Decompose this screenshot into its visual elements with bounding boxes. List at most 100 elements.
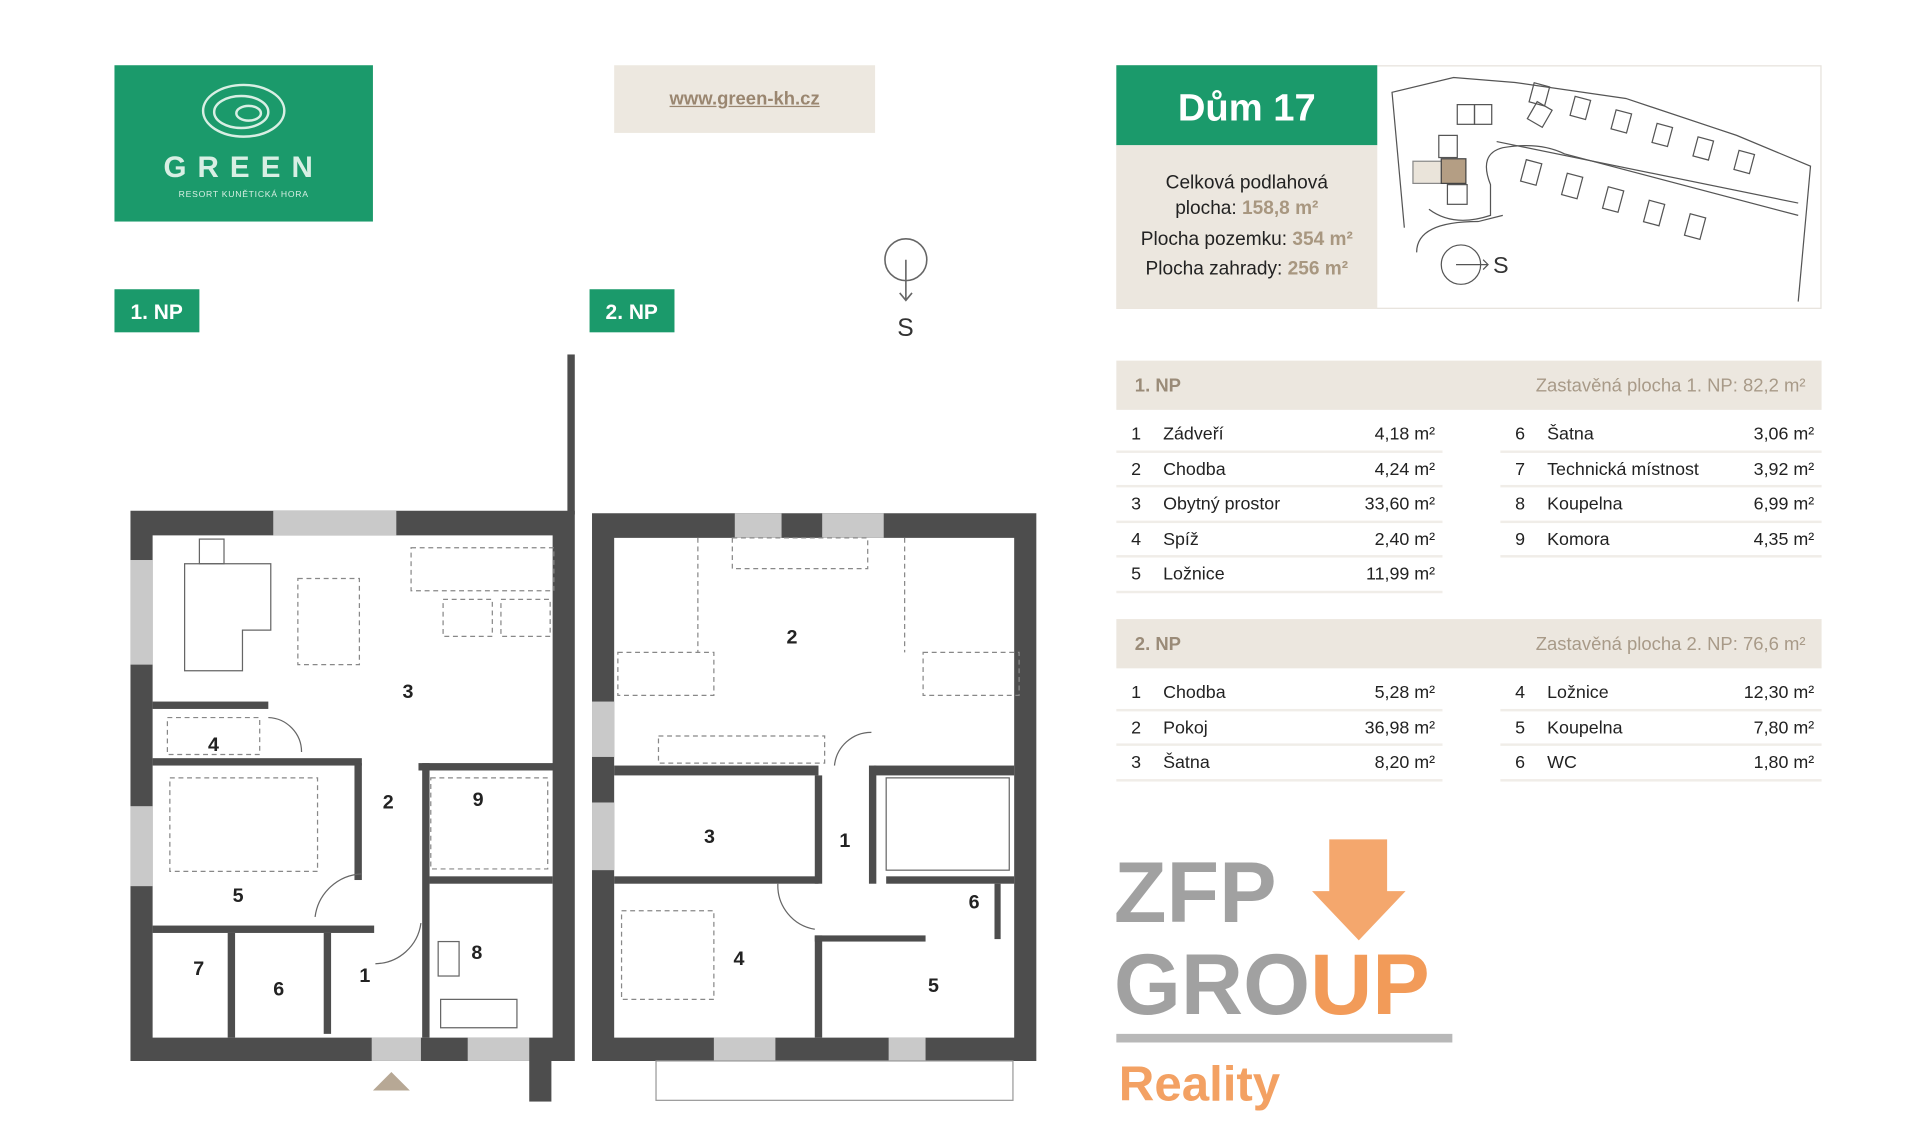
plan2-room-6: 6 [969,891,980,913]
room-area: 1,80 m² [1753,753,1815,773]
room-number: 5 [1515,718,1526,738]
floor-tag-2np: 2. NP [589,289,674,333]
room-name: Ložnice [1163,564,1225,585]
room-area: 8,20 m² [1374,753,1436,773]
np2-rooms-left: 1 Chodba 5,28 m² 2 Pokoj 36,98 m² 3 Šatna 8,20 m… [1116,676,1443,781]
room-number: 5 [1131,564,1142,585]
room-number: 1 [1131,424,1142,445]
np2-table-header: 2. NP Zastavěná plocha 2. NP: 76,6 m² [1116,619,1822,669]
np1-table-header: 1. NP Zastavěná plocha 1. NP: 82,2 m² [1116,360,1822,410]
np2-title: 2. NP [1134,633,1181,655]
room-area: 6,99 m² [1753,494,1815,515]
watermark-line2a: GRO [1114,937,1310,1033]
room-number: 6 [1515,753,1526,773]
total-area-label: Celková podlahová plocha: [1165,172,1328,220]
plan1-room-6: 6 [273,979,284,1001]
watermark-line1: ZFP [1114,845,1277,941]
room-name: WC [1547,753,1577,773]
room-row: 6 Šatna 3,06 m² [1500,417,1822,453]
watermark-line3: Reality [1119,1056,1281,1111]
room-area: 3,06 m² [1753,424,1815,445]
room-name: Komora [1547,529,1610,550]
garden-area-label: Plocha zahrady: [1145,258,1283,280]
plan1-room-9: 9 [473,789,484,811]
room-area: 3,92 m² [1753,459,1815,480]
room-row: 7 Technická místnost 3,92 m² [1500,452,1822,488]
room-row: 2 Pokoj 36,98 m² [1116,711,1443,746]
room-area: 4,18 m² [1374,424,1436,445]
room-name: Chodba [1163,683,1226,703]
room-row: 3 Šatna 8,20 m² [1116,746,1443,781]
room-area: 11,99 m² [1365,564,1436,585]
room-number: 2 [1131,459,1142,480]
room-number: 7 [1515,459,1526,480]
website-link[interactable]: www.green-kh.cz [669,88,820,110]
total-area-value: 158,8 m² [1242,198,1319,220]
compass-label: S [897,315,914,343]
zfp-group-watermark: ZFP GROUP Reality [1114,839,1453,1111]
room-name: Pokoj [1163,718,1208,738]
room-number: 3 [1131,494,1142,515]
house-stats: Celková podlahová plocha: 158,8 m² Ploch… [1116,145,1378,309]
room-row: 1 Chodba 5,28 m² [1116,676,1443,711]
plot-area-value: 354 m² [1292,228,1353,250]
np2-built-area: Zastavěná plocha 2. NP: 76,6 m² [1535,633,1806,655]
logo-emblem-icon [201,83,286,138]
room-name: Šatna [1163,753,1210,773]
room-row: 3 Obytný prostor 33,60 m² [1116,487,1443,523]
floor-plan-2np: 2 3 1 6 4 5 [592,513,1037,1101]
room-area: 33,60 m² [1364,494,1436,515]
plan1-room-2: 2 [383,792,394,814]
room-number: 1 [1131,683,1142,703]
logo-subtitle: RESORT KUNĚTICKÁ HORA [178,190,309,200]
room-number: 4 [1131,529,1142,550]
website-box: www.green-kh.cz [614,65,876,133]
garden-area-value: 256 m² [1287,258,1349,280]
room-row: 6 WC 1,80 m² [1500,746,1822,781]
room-name: Koupelna [1547,718,1623,738]
room-name: Chodba [1163,459,1226,480]
room-row: 5 Ložnice 11,99 m² [1116,558,1443,593]
room-number: 2 [1131,718,1142,738]
room-number: 3 [1131,753,1142,773]
plan1-room-1: 1 [359,965,370,987]
floor-plan-1np: 3 4 2 9 5 8 7 6 1 [130,354,575,1102]
room-name: Technická místnost [1547,459,1699,480]
floor-tag-1np: 1. NP [114,289,199,333]
room-name: Koupelna [1547,494,1623,515]
room-area: 36,98 m² [1364,718,1436,738]
room-name: Šatna [1547,424,1594,445]
room-name: Obytný prostor [1163,494,1281,515]
compass-icon [884,237,928,302]
house-title: Dům 17 [1116,65,1378,146]
np1-title: 1. NP [1134,375,1181,397]
watermark-line2b: UP [1310,937,1430,1033]
green-resort-logo: GREEN RESORT KUNĚTICKÁ HORA [114,65,373,222]
watermark-line2: GROUP [1114,937,1430,1033]
plan2-room-3: 3 [704,826,715,848]
plan2-room-5: 5 [928,975,939,997]
room-area: 5,28 m² [1374,683,1436,703]
room-number: 4 [1515,683,1526,703]
room-name: Spíž [1163,529,1199,550]
room-row: 4 Ložnice 12,30 m² [1500,676,1822,711]
np1-built-area: Zastavěná plocha 1. NP: 82,2 m² [1535,375,1806,397]
plan1-room-8: 8 [471,942,482,964]
room-number: 6 [1515,424,1526,445]
plan1-room-3: 3 [402,681,413,703]
room-area: 12,30 m² [1743,683,1815,703]
site-map-compass-label: S [1493,252,1509,278]
room-name: Ložnice [1547,683,1609,703]
plan2-room-4: 4 [734,948,745,970]
room-area: 4,35 m² [1753,529,1815,550]
plan1-room-5: 5 [233,885,244,907]
